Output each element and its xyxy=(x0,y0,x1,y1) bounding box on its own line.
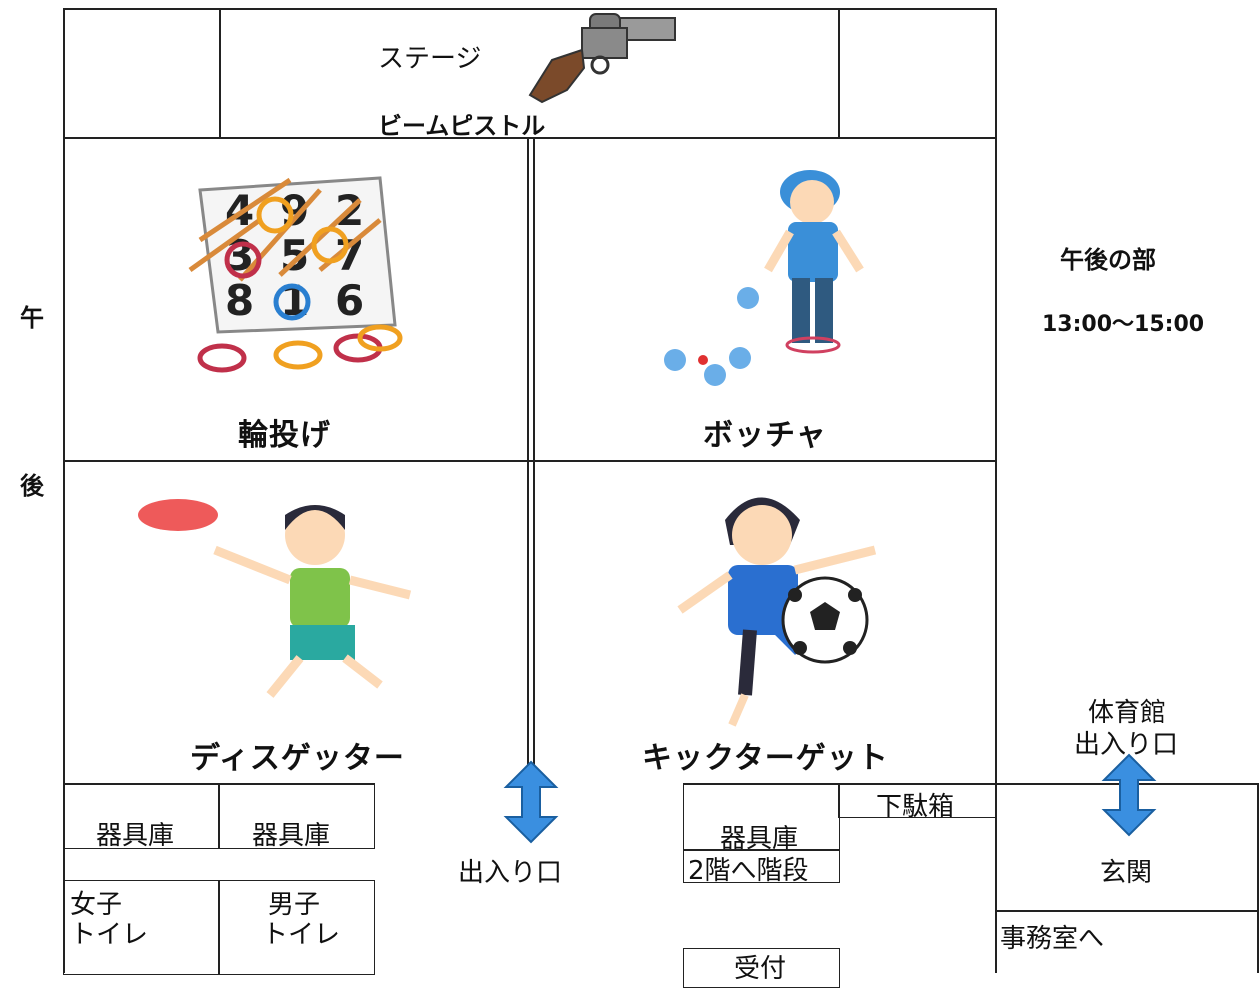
ring-board-number: 6 xyxy=(335,276,364,325)
equipment-room-3 xyxy=(683,783,840,883)
gym-entrance-label-1: 体育館 xyxy=(1088,698,1167,728)
ring-toss-illustration: 492357816 xyxy=(188,176,403,373)
side-char-2: 後 xyxy=(20,472,44,500)
bocce-label: ボッチャ xyxy=(703,418,827,453)
ring-toss-label: 輪投げ xyxy=(238,418,331,453)
boys-toilet-label-1: 男子 xyxy=(268,890,321,920)
equipment-room-1 xyxy=(63,783,220,849)
reception-label: 受付 xyxy=(734,954,787,984)
stairs-label: 2階へ階段 xyxy=(688,856,809,886)
entrance-label: 出入り口 xyxy=(458,858,563,888)
equipment-room-1-label: 器具庫 xyxy=(96,821,175,851)
girls-toilet-label-1: 女子 xyxy=(70,890,123,920)
pistol-icon xyxy=(528,13,676,104)
ring-board-number: 8 xyxy=(225,276,254,325)
to-office-label: 事務室へ xyxy=(1000,924,1105,954)
stage-label: ステージ xyxy=(378,44,482,74)
gym-entrance-label-2: 出入り口 xyxy=(1074,730,1179,760)
gym-entrance-arrow-icon xyxy=(1101,753,1157,837)
front-hall-label: 玄関 xyxy=(1100,858,1153,888)
side-char-1: 午 xyxy=(20,304,44,332)
schedule-title: 午後の部 xyxy=(1060,246,1156,274)
entrance-arrow-icon xyxy=(503,760,559,844)
equipment-room-3-label: 器具庫 xyxy=(720,824,799,854)
girls-toilet-label-2: トイレ xyxy=(70,920,149,950)
disc-thrower-illustration xyxy=(138,499,412,698)
boys-toilet-label-2: トイレ xyxy=(262,920,341,950)
shoe-box-label: 下駄箱 xyxy=(876,792,955,822)
bocce-player-illustration xyxy=(664,170,864,386)
equipment-room-2-label: 器具庫 xyxy=(252,821,331,851)
kicker-illustration xyxy=(677,497,877,727)
equipment-room-2 xyxy=(218,783,375,849)
schedule-time: 13:00〜15:00 xyxy=(1042,312,1205,337)
kick-target-label: キックターゲット xyxy=(642,741,889,776)
disc-getter-label: ディスゲッター xyxy=(190,741,405,776)
beam-pistol-label: ビームピストル xyxy=(378,112,546,140)
